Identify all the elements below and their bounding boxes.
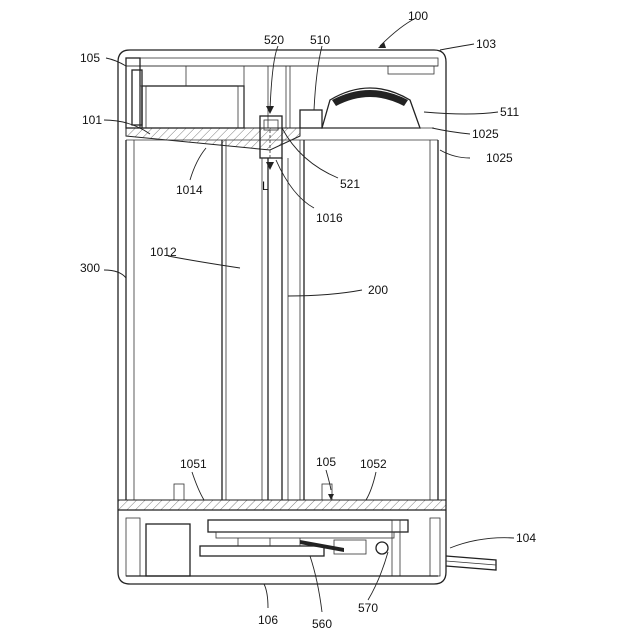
label-1025-a: 1025 — [472, 127, 499, 141]
leader-lines — [104, 18, 514, 612]
label-200: 200 — [368, 283, 388, 297]
label-106: 106 — [258, 613, 278, 627]
central-column — [222, 140, 304, 500]
label-570: 570 — [358, 601, 378, 615]
label-103: 103 — [476, 37, 496, 51]
label-510: 510 — [310, 33, 330, 47]
label-520: 520 — [264, 33, 284, 47]
label-100: 100 — [408, 9, 428, 23]
label-1016: 1016 — [316, 211, 343, 225]
top-cap-assembly — [126, 58, 438, 170]
label-104: 104 — [516, 531, 536, 545]
label-105-bottom: 105 — [316, 455, 336, 469]
label-1012: 1012 — [150, 245, 177, 259]
label-1025-b: 1025 — [486, 151, 513, 165]
label-1014: 1014 — [176, 183, 203, 197]
label-105-top: 105 — [80, 51, 100, 65]
bottom-compartment — [126, 518, 496, 576]
label-1051: 1051 — [180, 457, 207, 471]
label-101: 101 — [82, 113, 102, 127]
label-511: 511 — [500, 105, 519, 119]
label-521: 521 — [340, 177, 360, 191]
label-300: 300 — [80, 261, 100, 275]
label-560: 560 — [312, 617, 332, 631]
label-1052: 1052 — [360, 457, 387, 471]
label-L: L — [262, 179, 269, 193]
